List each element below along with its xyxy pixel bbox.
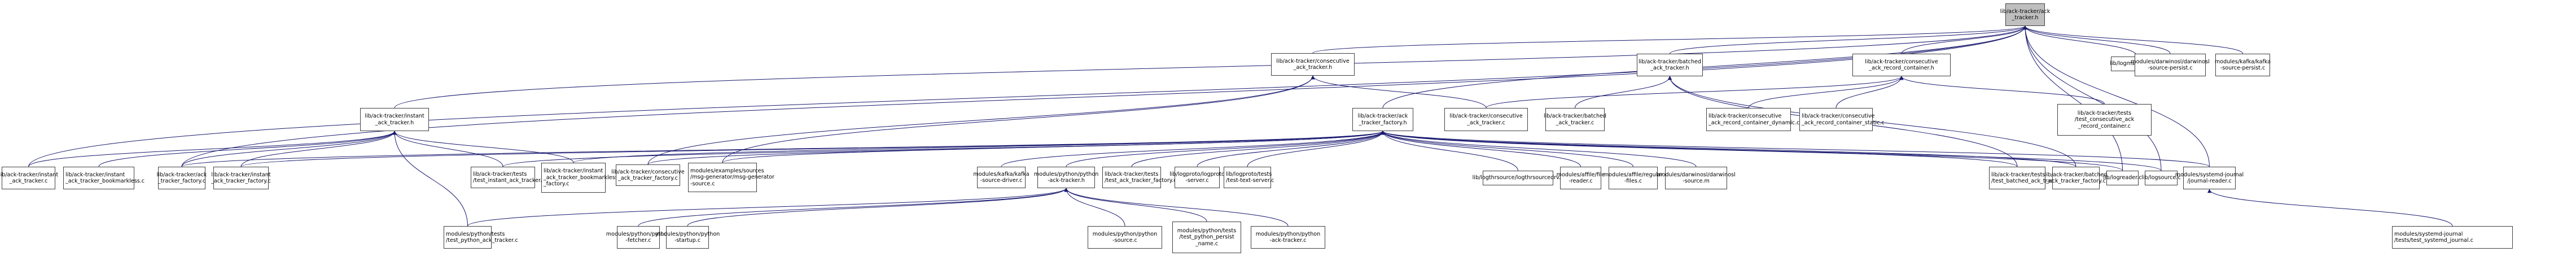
edge-crc_h-to-root: [1901, 25, 2027, 54]
edge-test_instant-to-factory_h: [502, 131, 1385, 167]
node-journal-reader-c[interactable]: modules/systemd-journal /journal-reader.…: [2175, 167, 2244, 189]
edge-journal_reader-to-root: [2023, 25, 2210, 167]
edge-test_py_persist-to-py_ack_h: [1064, 188, 1207, 222]
edge-test_journal-to-journal_reader: [2207, 189, 2453, 227]
edge-msg_gen-to-consec_h: [722, 75, 1315, 163]
node-python-ack-tracker-c[interactable]: modules/python/python -ack-tracker.c: [1251, 226, 1325, 249]
node-batched-ack-tracker-factory-c[interactable]: lib/ack-tracker/batched _ack_tracker_fac…: [2044, 167, 2108, 189]
node-python-source-c[interactable]: modules/python/python -source.c: [1088, 226, 1162, 249]
edge-test_instant-to-instant_h: [392, 131, 503, 167]
edge-instant_c-to-instant_h: [28, 131, 397, 167]
node-test-instant-ack-tracker-c[interactable]: lib/ack-tracker/tests /test_instant_ack_…: [471, 167, 545, 188]
edge-consec_c-to-consec_h: [1311, 75, 1487, 109]
edge-instant_factory_c-to-factory_h: [240, 131, 1385, 167]
node-consecutive-ack-record-container-h[interactable]: lib/ack-tracker/consecutive _ack_record_…: [1852, 54, 1951, 76]
node-instant-ack-tracker-factory-c[interactable]: lib/ack-tracker/instant _ack_tracker_fac…: [211, 167, 271, 189]
node-instant-ack-tracker-bookmarkless-c[interactable]: lib/ack-tracker/instant _ack_tracker_boo…: [63, 167, 144, 189]
edge-instant_h-to-root: [394, 25, 2027, 109]
edge-crc_dyn-to-crc_h: [1748, 76, 1904, 109]
edge-logproto_server-to-factory_h: [1197, 131, 1385, 167]
node-instant-ack-tracker-h[interactable]: lib/ack-tracker/instant _ack_tracker.h: [360, 108, 429, 131]
edge-regular_files-to-factory_h: [1381, 131, 1633, 167]
edge-crc_static-to-crc_h: [1835, 76, 1904, 109]
node-consecutive-ack-tracker-c[interactable]: lib/ack-tracker/consecutive _ack_tracker…: [1444, 108, 1528, 131]
edge-test_py_ack-to-py_ack_h: [467, 188, 1068, 227]
edge-instant_factory_c-to-instant_h: [240, 131, 397, 167]
node-logsource-c[interactable]: lib/logsource.c: [2141, 171, 2181, 185]
node-test-ack-tracker-factory-c[interactable]: lib/ack-tracker/tests /test_ack_tracker_…: [1102, 167, 1176, 188]
edge-test_crc-to-crc_h: [1899, 76, 2105, 105]
node-file-reader-c[interactable]: modules/affile/file -reader.c: [1557, 167, 1605, 189]
node-kafka-source-driver-c[interactable]: modules/kafka/kafka -source-driver.c: [973, 167, 1029, 188]
edge-kafka_driver-to-factory_h: [1001, 131, 1385, 167]
edge-logmsg_c-to-root: [2023, 25, 2137, 57]
edge-instant_bm_factory-to-factory_h: [573, 131, 1385, 163]
node-test-text-server-c[interactable]: lib/logproto/tests /test-text-server.c: [1224, 167, 1274, 188]
edge-batched_factory_c-to-batched_h: [1668, 76, 2076, 167]
edge-py_fetcher-to-py_ack_h: [638, 188, 1068, 227]
edge-darwin_source-to-factory_h: [1381, 131, 1697, 167]
node-logreader-c[interactable]: lib/logreader.c: [2103, 171, 2142, 185]
node-ack-record-container-static-c[interactable]: lib/ack-tracker/consecutive _ack_record_…: [1799, 108, 1885, 131]
edge-logreader_c-to-root: [2023, 25, 2123, 171]
node-test-python-ack-tracker-c[interactable]: modules/python/tests /test_python_ack_tr…: [444, 226, 518, 249]
node-ack-record-container-dynamic-c[interactable]: lib/ack-tracker/consecutive _ack_record_…: [1706, 108, 1799, 131]
edge-factory_c-to-instant_h: [181, 131, 397, 167]
edge-msg_gen-to-factory_h: [722, 131, 1385, 163]
node-logthrsourcedrv-c[interactable]: lib/logthrsource/logthrsourcedrv.c: [1473, 171, 1563, 185]
node-python-startup-c[interactable]: modules/python/python -startup.c: [655, 226, 720, 249]
node-test-batched-ack-tracker-c[interactable]: lib/ack-tracker/tests /test_batched_ack_…: [1989, 167, 2066, 189]
node-ack-tracker-factory-h[interactable]: lib/ack-tracker/ack _tracker_factory.h: [1352, 108, 1413, 131]
edge-logsource_c-to-root: [2023, 25, 2162, 171]
edge-instant_bm_factory-to-instant_h: [392, 131, 574, 163]
edge-batched_c-to-batched_h: [1575, 76, 1672, 109]
edge-file_reader-to-factory_h: [1381, 131, 1581, 167]
edge-consec_factory_c-to-consec_h: [647, 75, 1315, 165]
edge-logthrsource-to-factory_h: [1381, 131, 1518, 171]
node-batched-ack-tracker-c[interactable]: lib/ack-tracker/batched _ack_tracker.c: [1544, 108, 1606, 131]
node-regular-files-c[interactable]: modules/affile/regular -files.c: [1604, 167, 1663, 189]
node-python-fetcher-c[interactable]: modules/python/python -fetcher.c: [606, 226, 671, 249]
node-instant-ack-tracker-c[interactable]: lib/ack-tracker/instant _ack_tracker.c: [0, 167, 58, 189]
edge-logsource_c-to-factory_h: [1381, 131, 2162, 171]
edge-test_py_ack-to-instant_h: [392, 131, 468, 227]
edge-py_ack_c-to-py_ack_h: [1064, 188, 1289, 227]
edge-test_factory-to-factory_h: [1131, 131, 1385, 167]
node-test-systemd-journal-c[interactable]: modules/systemd-journal /tests/test_syst…: [2392, 226, 2513, 249]
edge-journal_reader-to-factory_h: [1381, 131, 2210, 167]
edge-py_startup-to-py_ack_h: [687, 188, 1068, 227]
edge-test_text_server-to-factory_h: [1247, 131, 1385, 167]
node-ack-tracker-factory-c[interactable]: lib/ack-tracker/ack _tracker_factory.c: [157, 167, 207, 189]
node-kafka-source-persist-c[interactable]: modules/kafka/kafka -source-persist.c: [2215, 54, 2271, 76]
edge-factory_c-to-factory_h: [181, 131, 1385, 167]
edge-consec_h-to-root: [1312, 25, 2027, 54]
node-msg-generator-source-c[interactable]: modules/examples/sources /msg-generator/…: [688, 163, 774, 192]
node-logproto-server-c[interactable]: lib/logproto/logproto -server.c: [1169, 167, 1225, 188]
node-instant-bookmarkless-factory-c[interactable]: lib/ack-tracker/instant _ack_tracker_boo…: [541, 163, 618, 193]
node-darwinosl-source-m[interactable]: modules/darwinosl/darwinosl -source.m: [1657, 167, 1736, 189]
node-consecutive-ack-tracker-h[interactable]: lib/ack-tracker/consecutive _ack_tracker…: [1271, 53, 1355, 76]
edge-batched_factory_c-to-factory_h: [1381, 131, 2076, 167]
node-test-consecutive-ack-record-container-c[interactable]: lib/ack-tracker/tests /test_consecutive_…: [2057, 104, 2152, 136]
node-test-python-persist-name-c[interactable]: modules/python/tests /test_python_persis…: [1172, 222, 1241, 253]
edge-logreader_c-to-factory_h: [1381, 131, 2123, 171]
edge-consec_c-to-crc_h: [1486, 76, 1904, 109]
edge-batched_h-to-root: [1670, 25, 2027, 54]
node-batched-ack-tracker-h[interactable]: lib/ack-tracker/batched _ack_tracker.h: [1637, 54, 1703, 76]
edge-py_ack_h-to-factory_h: [1066, 131, 1385, 167]
node-darwinosl-source-persist-c[interactable]: modules/darwinosl/darwinosl -source-pers…: [2131, 54, 2210, 76]
node-python-ack-tracker-h[interactable]: modules/python/python -ack-tracker.h: [1034, 167, 1098, 188]
edge-darwin_persist-to-root: [2023, 25, 2171, 54]
edge-instant_bm_c-to-instant_h: [98, 131, 397, 167]
edge-py_source-to-py_ack_h: [1064, 188, 1125, 227]
edge-kafka_persist-to-root: [2023, 25, 2243, 54]
node-ack-tracker-h: lib/ack-tracker/ack _tracker.h: [2000, 3, 2050, 26]
node-consecutive-ack-tracker-factory-c[interactable]: lib/ack-tracker/consecutive _ack_tracker…: [611, 164, 685, 186]
